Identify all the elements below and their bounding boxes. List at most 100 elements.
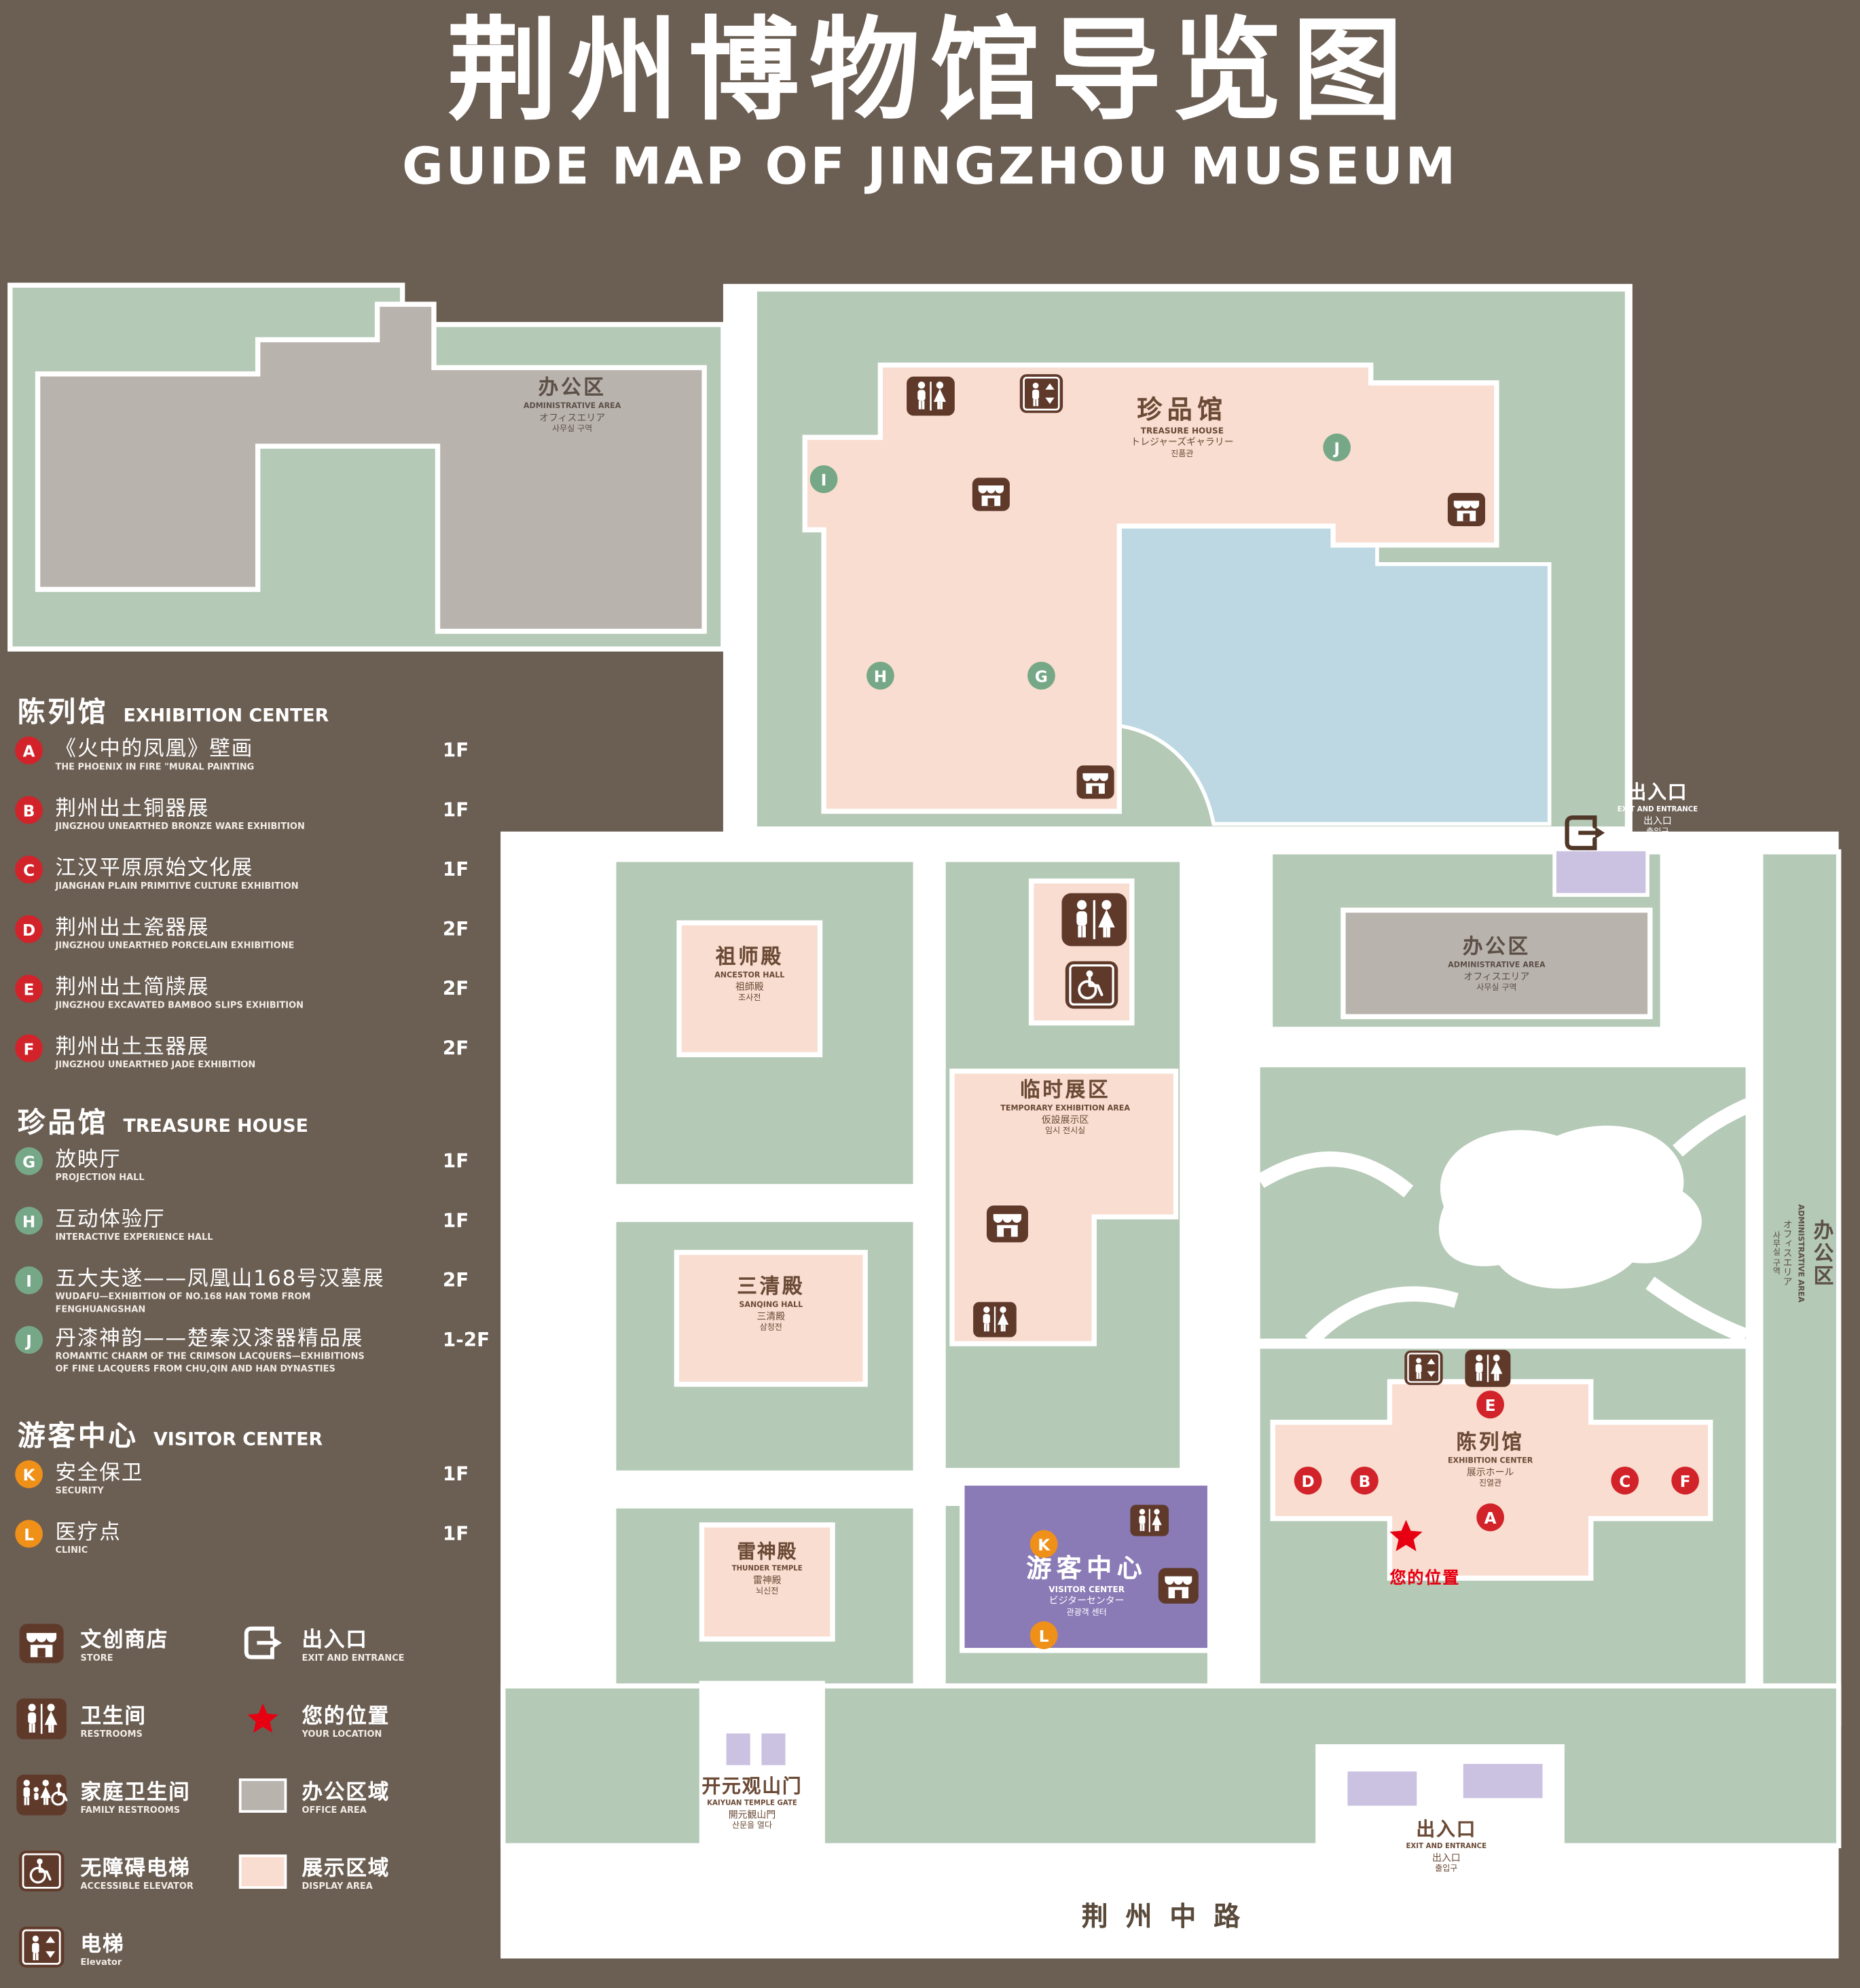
legend-symbol-accessible-elevator: 无障碍电梯 ACCESSIBLE ELEVATOR: [15, 1833, 236, 1909]
symbol-en: RESTROOMS: [80, 1729, 143, 1740]
legend-item-b: B 荆州出土铜器展 JINGZHOU UNEARTHED BRONZE WARE…: [15, 792, 493, 852]
legend-symbol-office-area: 办公区域 OFFICE AREA: [236, 1757, 488, 1833]
label-zh: 祖师殿: [715, 944, 784, 969]
label-ko: 조사전: [738, 993, 761, 1004]
label-sanqing-hall: 三清殿 SANQING HALL 三清殿 삼청전: [737, 1274, 805, 1333]
label-exhibition-center: 陈列馆 EXHIBITION CENTER 展示ホール 진열관: [1448, 1430, 1533, 1489]
legend-item-l: L 医疗点 CLINIC 1F: [15, 1516, 493, 1576]
label-ko: 출입구: [1435, 1864, 1458, 1875]
label-ja: 仮設展示区: [1041, 1113, 1089, 1126]
store-icon: [985, 1204, 1030, 1244]
legend-symbol-family-restroom: 家庭卫生间 FAMILY RESTROOMS: [15, 1757, 236, 1833]
garden-path: [1256, 1151, 1414, 1198]
legend-item-text: 江汉平原原始文化展 JIANGHAN PLAIN PRIMITIVE CULTU…: [55, 854, 442, 894]
restroom-icon: [1464, 1348, 1512, 1388]
symbol-en: STORE: [80, 1653, 113, 1663]
symbol-text: 展示区域 DISPLAY AREA: [302, 1851, 390, 1892]
legend-item-g: G 放映厅 PROJECTION HALL 1F: [15, 1143, 493, 1203]
item-name-en: JINGZHOU UNEARTHED JADE EXHIBITION: [55, 1060, 256, 1071]
item-name-en: PROJECTION HALL: [55, 1173, 145, 1183]
label-zh: 办公区: [538, 375, 606, 400]
marker-badge-b: B: [15, 796, 43, 824]
legend-symbol-your-location: 您的位置 YOUR LOCATION: [236, 1681, 488, 1757]
label-ko: 관광객 센터: [1066, 1607, 1107, 1618]
label-en: ADMINISTRATIVE AREA: [1448, 960, 1546, 970]
label-ko: 출입구: [1646, 827, 1669, 837]
gate-pad: [757, 1729, 790, 1769]
symbol-zh: 办公区域: [302, 1780, 390, 1804]
label-en: VISITOR CENTER: [1048, 1584, 1125, 1595]
symbol-text: 卫生间 RESTROOMS: [80, 1699, 147, 1740]
your-location-star-icon: [236, 1701, 289, 1737]
map-marker-f: F: [1671, 1467, 1700, 1495]
label-zh: 临时展区: [1019, 1077, 1111, 1102]
symbol-zh: 家庭卫生间: [80, 1780, 191, 1804]
label-ja: 展示ホール: [1466, 1466, 1514, 1478]
entrance-pad-south: [1343, 1767, 1421, 1810]
label-en: ADMINISTRATIVE AREA: [523, 401, 621, 411]
map-marker-b: B: [1351, 1467, 1379, 1495]
item-floor: 1F: [442, 1462, 469, 1486]
label-en: THUNDER TEMPLE: [731, 1564, 803, 1573]
legend-item-k: K 安全保卫 SECURITY 1F: [15, 1456, 493, 1516]
label-en: TREASURE HOUSE: [1140, 426, 1224, 437]
label-ja: 祖師殿: [735, 980, 764, 993]
legend-item-text: 互动体验厅 INTERACTIVE EXPERIENCE HALL: [55, 1206, 442, 1245]
symbol-en: DISPLAY AREA: [302, 1881, 373, 1892]
legend-item-a: A 《火中的凤凰》壁画 THE PHOENIX IN FIRE "MURAL P…: [15, 733, 493, 792]
legend-item-h: H 互动体验厅 INTERACTIVE EXPERIENCE HALL 1F: [15, 1203, 493, 1263]
section-title-en: TREASURE HOUSE: [123, 1116, 308, 1137]
item-floor: 1F: [442, 1209, 469, 1232]
gate-pad: [722, 1729, 754, 1769]
symbol-text: 无障碍电梯 ACCESSIBLE ELEVATOR: [80, 1851, 194, 1892]
label-zh: 开元观山门: [701, 1774, 803, 1798]
exit-entrance-icon: [236, 1624, 289, 1662]
label-ja: オフィスエリア: [1782, 1219, 1793, 1287]
exit-entrance-icon: [1562, 813, 1607, 853]
legend-section-treasure-house: 珍品馆 TREASURE HOUSE: [18, 1101, 493, 1140]
item-name-en: THE PHOENIX IN FIRE "MURAL PAINTING: [55, 762, 255, 773]
label-visitor-center: 游客中心 VISITOR CENTER ビジターセンター 관광객 센터: [1026, 1551, 1147, 1618]
label-admin-east: 办公区 ADMINISTRATIVE AREA オフィスエリア 사무실 구역: [1448, 934, 1545, 993]
symbol-text: 文创商店 STORE: [81, 1623, 169, 1663]
building-admin-northwest: [35, 301, 707, 634]
symbol-zh: 展示区域: [302, 1856, 390, 1880]
label-ko: 임시 전시실: [1045, 1126, 1086, 1137]
symbol-text: 电梯 Elevator: [81, 1927, 125, 1967]
item-name-zh: 江汉平原原始文化展: [55, 855, 254, 880]
legend-symbol-elevator: 电梯 Elevator: [15, 1909, 236, 1985]
item-name-en: WUDAFU—EXHIBITION OF NO.168 HAN TOMB FRO…: [55, 1292, 311, 1315]
legend-item-text: 荆州出土简牍展 JINGZHOU EXCAVATED BAMBOO SLIPS …: [55, 974, 442, 1013]
building-thunder-temple: [699, 1522, 835, 1642]
garden-path: [1645, 1276, 1749, 1344]
legend-section-exhibition-center: 陈列馆 EXHIBITION CENTER: [18, 690, 493, 729]
item-name-zh: 五大夫遂——凤凰山168号汉墓展: [55, 1266, 385, 1291]
symbol-en: EXIT AND ENTRANCE: [302, 1653, 405, 1663]
item-floor: 2F: [442, 977, 469, 1001]
page-header: 荆州博物馆导览图 GUIDE MAP OF JINGZHOU MUSEUM: [0, 9, 1860, 196]
symbol-en: ACCESSIBLE ELEVATOR: [80, 1881, 194, 1892]
symbol-zh: 无障碍电梯: [80, 1856, 191, 1880]
garden-path: [1673, 1098, 1751, 1157]
label-zh: 三清殿: [737, 1274, 805, 1298]
label-ko: 뇌신전: [756, 1586, 779, 1597]
legend-symbol-display-area: 展示区域 DISPLAY AREA: [236, 1833, 488, 1909]
item-name-en: JINGZHOU UNEARTHED BRONZE WARE EXHIBITIO…: [55, 822, 305, 832]
marker-badge-l: L: [15, 1520, 43, 1548]
label-en: ANCESTOR HALL: [714, 970, 785, 980]
legend-symbol-restroom: 卫生间 RESTROOMS: [15, 1681, 236, 1757]
label-zh: 出入口: [1416, 1818, 1477, 1841]
label-ja: トレジャーズギャラリー: [1131, 437, 1234, 448]
legend-item-text: 放映厅 PROJECTION HALL: [55, 1146, 442, 1185]
item-name-en: CLINIC: [55, 1545, 88, 1556]
store-icon: [15, 1622, 68, 1664]
legend-item-f: F 荆州出土玉器展 JINGZHOU UNEARTHED JADE EXHIBI…: [15, 1031, 493, 1090]
label-zh: 办公区: [1810, 1219, 1834, 1288]
map-marker-l: L: [1029, 1621, 1058, 1649]
marker-badge-f: F: [15, 1034, 43, 1063]
label-thunder-temple: 雷神殿 THUNDER TEMPLE 雷神殿 뇌신전: [732, 1540, 803, 1597]
marker-badge-i: I: [15, 1266, 43, 1295]
section-title-zh: 游客中心: [17, 1420, 139, 1453]
